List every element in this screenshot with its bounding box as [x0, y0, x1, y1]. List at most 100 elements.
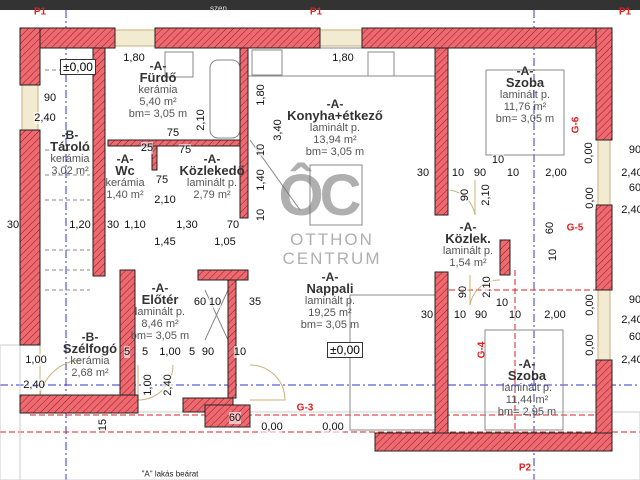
top-note: szen. [210, 4, 230, 13]
wall-segment [19, 129, 41, 346]
room-code: -A- [459, 220, 477, 234]
room-area: 3,02 m² [51, 165, 89, 177]
wall-segment [595, 204, 613, 291]
kitchen-sink [251, 49, 283, 76]
room-area: 5,40 m² [139, 96, 177, 108]
wall-segment [361, 27, 613, 49]
dimension-label: 30 [6, 219, 20, 231]
wall-segment [434, 271, 449, 443]
level-marker: ±0,00 [327, 342, 363, 358]
room-code: -A- [326, 97, 344, 111]
dimension-label: 30 [420, 309, 434, 321]
dimension-label: 60 [628, 331, 640, 343]
room-name: Szoba [507, 368, 547, 383]
dimension-label: 10 [255, 208, 267, 222]
dimension-label: 60 [544, 221, 556, 235]
section-marker: G-6 [570, 116, 582, 134]
dimension-label: 1,00 [25, 354, 47, 366]
wall-segment [239, 47, 249, 219]
room-code: -A- [518, 357, 536, 371]
room-height: bm= 3,05 m [300, 319, 360, 331]
room-name: Wc [115, 163, 135, 178]
bed-bottom [484, 329, 564, 431]
cooktop [367, 51, 395, 77]
dimension-label: 5 [188, 346, 196, 358]
window-top-bar [0, 0, 640, 10]
room-code: -A- [116, 152, 134, 166]
room-code: -A- [151, 281, 169, 295]
room-floor: kerámia [105, 177, 145, 189]
room-code: -A- [149, 59, 167, 73]
dimension-label: 90 [459, 188, 471, 202]
room-code: -B- [81, 330, 99, 344]
dimension-label: 10 [491, 154, 505, 166]
washbasin [164, 51, 194, 78]
room-floor: laminált p. [134, 306, 186, 318]
room-label: -A-Közlek.laminált p.1,54 m² [443, 221, 493, 269]
dimension-label: 0,00 [584, 334, 596, 356]
room-height: bm= 3,05 m [495, 113, 555, 125]
dimension-label: 10 [506, 167, 520, 179]
room-area: 2,68 m² [71, 367, 109, 379]
dimension-label: 60 [628, 182, 640, 194]
room-code: -A- [516, 64, 534, 78]
section-marker: P1 [618, 6, 632, 18]
dimension-label: 15 [97, 418, 109, 432]
room-height: bm= 3,05 m [128, 108, 188, 120]
room-height: bm= 3,05 m [305, 146, 365, 158]
room-area: 8,46 m² [141, 318, 179, 330]
room-height: bm= 2,95 m [497, 406, 557, 418]
section-marker: P2 [518, 462, 532, 474]
room-area: 1,40 m² [106, 189, 144, 201]
wall-segment [151, 145, 158, 171]
room-name: Szoba [505, 75, 545, 90]
dimension-label: 2,40 [23, 379, 45, 391]
dimension-label: 90 [628, 294, 640, 306]
dimension-label: 10 [508, 309, 522, 321]
section-marker: G-3 [296, 402, 314, 414]
room-name: Tároló [50, 139, 90, 154]
dimension-label: 75 [155, 174, 169, 186]
dimension-label: 90 [201, 346, 215, 358]
dimension-label: 70 [226, 219, 240, 231]
dimension-label: 2,10 [195, 109, 207, 131]
dimension-label: 2,10 [481, 276, 493, 298]
dimension-label: 0,00 [584, 187, 596, 209]
dimension-label: 1,80 [123, 52, 145, 64]
dimension-label: 3,40 [272, 119, 284, 141]
wall-segment [595, 27, 613, 141]
entry-label: "A" lakás beárat [141, 469, 199, 479]
dimension-label: 75 [166, 127, 180, 139]
dimension-label: 1,80 [255, 84, 267, 106]
dimension-label: 60 [193, 296, 207, 308]
room-area: 11,44 m² [505, 394, 549, 406]
dimension-label: 90 [473, 167, 487, 179]
wall-segment [154, 27, 321, 49]
wall-segment [499, 239, 511, 276]
bathtub [209, 59, 241, 139]
room-area: 2,79 m² [193, 189, 231, 201]
dimension-label: 10 [255, 143, 267, 157]
dimension-label: 0,00 [322, 421, 344, 433]
dimension-label: 2,10 [480, 184, 492, 206]
wall-segment [197, 269, 249, 281]
wall-segment [19, 394, 139, 414]
dimension-label: 1,00 [159, 346, 181, 358]
dimension-label: 1,80 [332, 52, 354, 64]
room-code: -A- [203, 152, 221, 166]
room-floor: laminált p. [309, 122, 361, 134]
dimension-label: 90 [457, 285, 469, 299]
room-area: 13,94 m² [313, 134, 357, 146]
bed-top [485, 69, 565, 156]
room-floor: laminált p. [304, 295, 356, 307]
room-name: Nappali [306, 281, 354, 296]
dimension-label: 2,10 [154, 194, 176, 206]
dimension-label: 2,00 [544, 309, 566, 321]
room-height: bm= 3,05 m [130, 330, 190, 342]
room-name: Közlekedő [179, 163, 245, 178]
logo-mark: ÔC [278, 163, 362, 228]
